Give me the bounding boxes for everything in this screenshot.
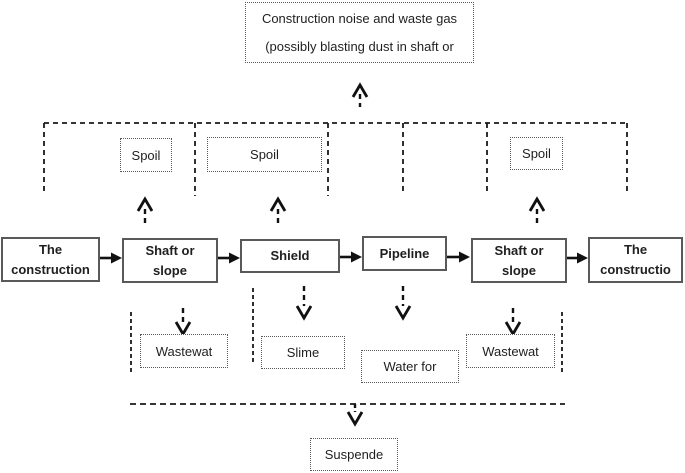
- solid-right-arrow-icon: [100, 252, 122, 264]
- spoil-box-1: Spoil: [120, 138, 172, 172]
- suspended-box: Suspende: [310, 438, 398, 471]
- solid-right-arrow-icon: [447, 251, 470, 263]
- flow-box-3-line1: Shield: [270, 248, 310, 263]
- spoil-box-3: Spoil: [510, 137, 563, 170]
- dashed-up-arrow-icon: [136, 196, 154, 224]
- construction-noise-box: Construction noise and waste gas (possib…: [245, 2, 474, 63]
- flow-box-2-line1: Shaft or: [145, 242, 195, 258]
- dashed-down-arrow-icon: [346, 404, 364, 427]
- dashed-down-arrow-icon: [295, 286, 313, 321]
- dashed-down-arrow-icon: [394, 286, 412, 321]
- dashed-down-arrow-icon: [504, 308, 522, 337]
- upper-dashed-region-border: [43, 122, 628, 196]
- slime-box-label: Slime: [286, 345, 320, 360]
- solid-right-arrow-icon: [218, 252, 240, 264]
- dashed-up-arrow-icon: [351, 82, 369, 107]
- wastewater-box-left-label: Wastewat: [155, 343, 213, 359]
- flow-box-1-line2: construction: [11, 261, 90, 277]
- wastewater-box-left: Wastewat: [140, 334, 228, 368]
- flow-box-shaft-or-slope-left: Shaft or slope: [122, 238, 218, 283]
- flow-box-4-line1: Pipeline: [379, 245, 430, 261]
- wastewater-box-right: Wastewat: [466, 334, 555, 368]
- solid-right-arrow-icon: [567, 252, 588, 264]
- spoil-box-2: Spoil: [207, 137, 322, 172]
- flow-box-construction-site-end: The constructio: [588, 237, 683, 283]
- wastewater-box-right-label: Wastewat: [482, 343, 539, 359]
- flow-box-6-line1: The: [623, 242, 648, 257]
- construction-noise-line1: Construction noise and waste gas: [261, 10, 458, 26]
- flow-box-5-line1: Shaft or: [494, 242, 544, 258]
- dashed-up-arrow-icon: [528, 196, 546, 224]
- water-for-box: Water for: [361, 350, 459, 383]
- flow-box-2-line2: slope: [153, 262, 187, 278]
- dashed-up-arrow-icon: [269, 196, 287, 224]
- dashed-down-arrow-icon: [174, 308, 192, 337]
- water-for-box-label: Water for: [383, 359, 437, 374]
- lower-dashed-region-border: [130, 288, 563, 372]
- spoil-box-1-label: Spoil: [131, 147, 161, 163]
- solid-right-arrow-icon: [340, 251, 362, 263]
- flow-box-6-line2: constructio: [600, 262, 671, 277]
- flow-box-5-line2: slope: [502, 262, 536, 278]
- spoil-box-3-label: Spoil: [522, 146, 551, 161]
- flow-box-1-line1: The: [38, 241, 63, 257]
- flow-box-shaft-or-slope-right: Shaft or slope: [471, 238, 567, 283]
- spoil-box-2-label: Spoil: [250, 147, 279, 162]
- flow-box-pipeline: Pipeline: [362, 236, 447, 271]
- flow-box-construction-site-start: The construction: [1, 237, 100, 282]
- slime-box: Slime: [261, 336, 345, 369]
- suspended-box-label: Suspende: [324, 447, 384, 462]
- flow-box-shield: Shield: [240, 239, 340, 273]
- construction-noise-line2: (possibly blasting dust in shaft or: [265, 38, 454, 54]
